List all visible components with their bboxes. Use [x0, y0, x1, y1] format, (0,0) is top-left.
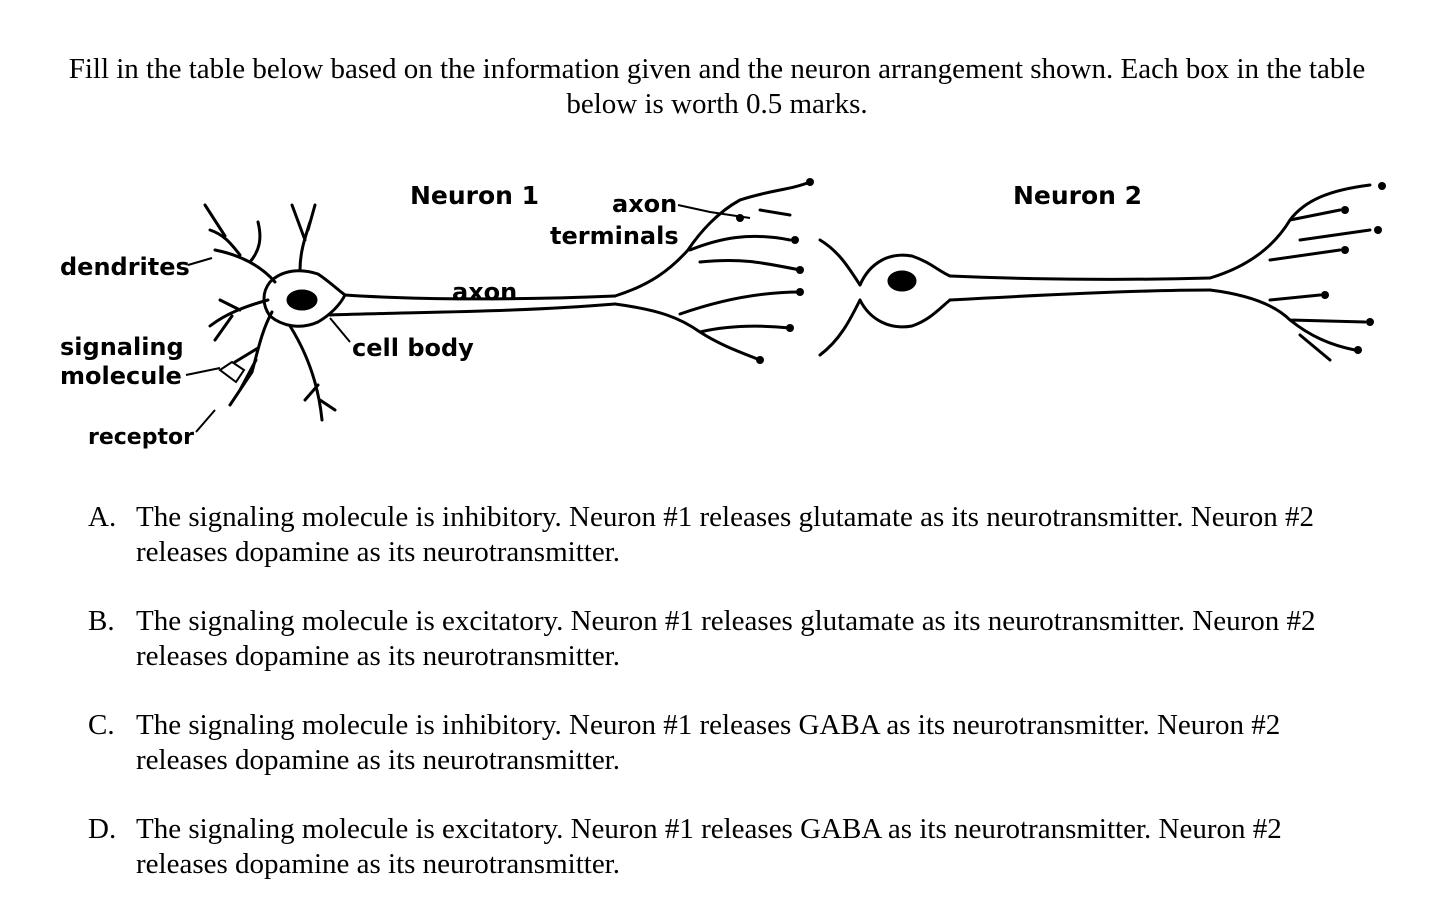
instructions-line-1: Fill in the table below based on the inf… [68, 53, 1366, 85]
option-c-line-2: releases dopamine as its neurotransmitte… [136, 744, 620, 776]
label-signaling-2: molecule [60, 362, 182, 390]
label-neuron-2: Neuron 2 [1013, 181, 1142, 210]
option-a-letter: A. [88, 501, 117, 533]
neuron-1-nucleus [286, 289, 318, 311]
option-a: A. The signaling molecule is inhibitory.… [88, 500, 1388, 570]
neuron-1-dendrites [203, 203, 317, 284]
option-d-line-2: releases dopamine as its neurotransmitte… [136, 848, 620, 880]
terminal-dots [736, 178, 1386, 364]
option-a-line-1: The signaling molecule is inhibitory. Ne… [136, 501, 1314, 533]
neuron-2-nucleus [887, 270, 917, 292]
label-axon: axon [452, 278, 517, 306]
option-b-letter: B. [88, 605, 115, 637]
signaling-molecule-leader [185, 367, 221, 376]
receptor-leader [195, 409, 216, 433]
option-b: B. The signaling molecule is excitatory.… [88, 604, 1388, 674]
label-receptor: receptor [88, 425, 194, 450]
neuron-1-axon-terminals [613, 180, 812, 362]
axon-terminals-leader [677, 204, 751, 219]
instructions-line-2: below is worth 0.5 marks. [566, 88, 868, 120]
option-b-line-2: releases dopamine as its neurotransmitte… [136, 640, 620, 672]
cell-body-leader [329, 317, 351, 343]
option-c-line-1: The signaling molecule is inhibitory. Ne… [136, 709, 1281, 741]
label-axon-terminals-1: axon [612, 190, 677, 218]
label-dendrites: dendrites [60, 253, 190, 281]
instructions: Fill in the table below based on the inf… [30, 52, 1404, 122]
label-cell-body: cell body [352, 334, 474, 362]
dendrites-leader [187, 257, 213, 266]
neuron-diagram: Neuron 1 Neuron 2 axon terminals dendrit… [60, 178, 1386, 450]
option-c-letter: C. [88, 709, 115, 741]
neuron-2-branches [1208, 183, 1372, 362]
label-neuron-1: Neuron 1 [410, 181, 539, 210]
option-a-line-2: releases dopamine as its neurotransmitte… [136, 536, 620, 568]
neuron-2-axon [948, 274, 1212, 281]
answer-options: A. The signaling molecule is inhibitory.… [88, 500, 1388, 916]
option-b-line-1: The signaling molecule is excitatory. Ne… [136, 605, 1316, 637]
label-axon-terminals-2: terminals [550, 222, 679, 250]
option-d-line-1: The signaling molecule is excitatory. Ne… [136, 813, 1282, 845]
receptor-icon [218, 360, 246, 384]
label-signaling-1: signaling [60, 333, 184, 361]
option-d-letter: D. [88, 813, 117, 845]
neuron-1-axon [343, 293, 617, 301]
neuron-1-cell-body [262, 269, 347, 328]
neuron-2-cell-body [818, 238, 952, 357]
option-c: C. The signaling molecule is inhibitory.… [88, 708, 1388, 778]
option-d: D. The signaling molecule is excitatory.… [88, 812, 1388, 882]
